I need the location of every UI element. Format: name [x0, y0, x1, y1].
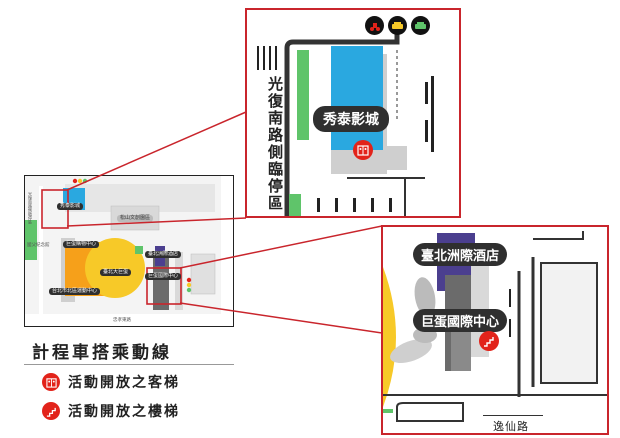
overview-label-sports-park: 台北市北區運動中心: [49, 288, 101, 295]
overview-label-songshan: 松山文創園區: [117, 215, 154, 222]
legend-row-stairs: 活動開放之樓梯: [42, 401, 180, 421]
xiutai-label: 秀泰影城: [313, 106, 389, 132]
guangfu-side-stop-label: 光復南路側臨停區: [266, 76, 284, 212]
scooter-icon: [365, 16, 384, 35]
legend-divider: [24, 364, 234, 365]
road-label-yixian: 逸仙路: [493, 420, 529, 433]
overview-label-memorial: 國父紀念館: [27, 243, 50, 248]
elevator-icon: [42, 373, 60, 391]
overview-label-taipei-hotel: 臺北洲際酒店: [145, 251, 182, 258]
legend-title: 計程車搭乘動線: [32, 343, 172, 363]
stairs-icon: [479, 331, 499, 351]
car-icon: [411, 16, 430, 35]
stairs-icon: [42, 402, 60, 420]
legend-row-elevator: 活動開放之客梯: [42, 372, 180, 392]
overview-label-citymall: 巨蛋購物中心: [63, 241, 100, 248]
overview-map-graphic: [25, 176, 233, 326]
legend-elevator-text: 活動開放之客梯: [68, 375, 180, 391]
inset-dome-center: 臺北洲際酒店 巨蛋國際中心 逸仙路: [381, 225, 609, 435]
taipei-hotel-label: 臺北洲際酒店: [413, 243, 508, 266]
overview-label-dome-center: 巨蛋國際中心: [145, 273, 182, 280]
overview-map: 秀泰影城 松山文創園區 巨蛋購物中心 臺北大巨蛋 臺北洲際酒店 巨蛋國際中心 台…: [24, 175, 234, 327]
overview-label-taipei-dome: 臺北大巨蛋: [100, 269, 132, 276]
overview-label-guangfu: 光復南路側臨停區: [28, 192, 33, 224]
overview-label-xiutai: 秀泰影城: [57, 203, 84, 210]
dome-center-label: 巨蛋國際中心: [413, 309, 508, 332]
taxi-icon: [388, 16, 407, 35]
legend-stairs-text: 活動開放之樓梯: [68, 404, 180, 420]
overview-label-road-bottom: 忠孝東路: [113, 318, 131, 323]
elevator-icon: [353, 140, 373, 160]
inset-xiutai: 光復南路側臨停區 秀泰影城: [245, 8, 461, 218]
road-label-yixian-box: 逸仙路: [483, 415, 543, 433]
